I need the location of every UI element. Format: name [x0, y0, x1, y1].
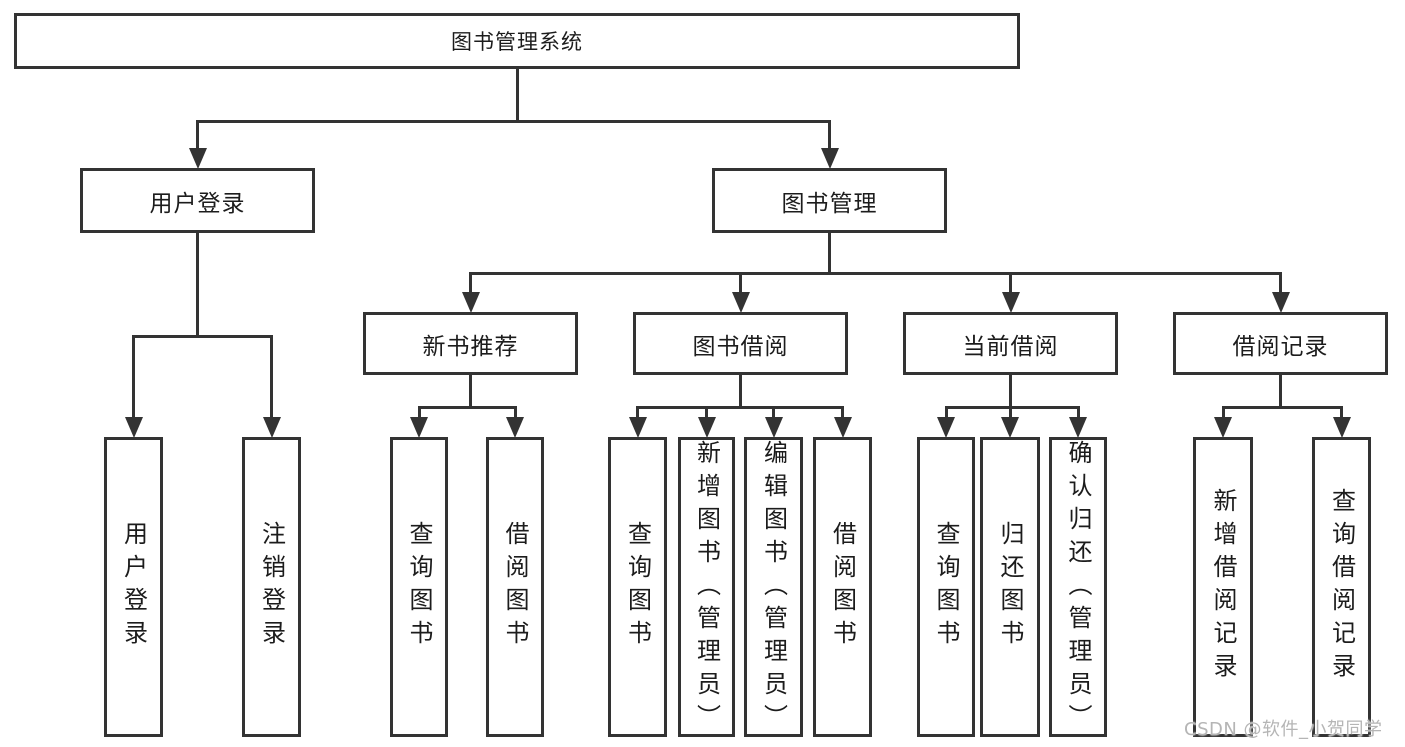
node-leaf-confirm-return: 确认归还（管理员） — [1049, 437, 1107, 737]
node-label: 新增借阅记录 — [1209, 488, 1237, 686]
connector-line — [739, 374, 742, 409]
node-leaf-edit-book: 编辑图书（管理员） — [744, 437, 803, 737]
node-label: 借阅记录 — [1232, 333, 1329, 360]
node-label: 编辑图书（管理员） — [759, 440, 788, 737]
connector-line — [196, 232, 199, 338]
connector-line — [944, 406, 948, 420]
connector-line — [841, 406, 844, 420]
connector-line — [515, 68, 519, 123]
node-label: 查询图书 — [405, 521, 433, 653]
connector-line — [469, 272, 1282, 275]
arrow-down-icon — [1001, 292, 1020, 313]
connector-line — [1076, 406, 1080, 420]
node-leaf-borrow-book-1: 借阅图书 — [486, 437, 544, 737]
node-label: 新增图书（管理员） — [692, 440, 721, 737]
arrow-down-icon — [833, 417, 852, 438]
arrow-down-icon — [461, 292, 480, 313]
node-leaf-return-book: 归还图书 — [980, 437, 1040, 737]
node-label: 图书借阅 — [692, 333, 789, 360]
connector-line — [469, 272, 472, 295]
connector-line — [132, 335, 273, 338]
node-label: 用户登录 — [119, 521, 148, 653]
connector-line — [270, 335, 273, 420]
node-leaf-user-login: 用户登录 — [104, 437, 163, 737]
arrow-down-icon — [1001, 417, 1019, 438]
node-new-book-rec: 新书推荐 — [363, 312, 578, 375]
node-root: 图书管理系统 — [14, 13, 1020, 69]
connector-line — [1279, 272, 1282, 295]
arrow-down-icon — [820, 148, 839, 169]
node-label: 确认归还（管理员） — [1064, 440, 1092, 737]
node-label: 图书管理系统 — [451, 30, 583, 54]
connector-line — [1009, 272, 1012, 295]
csdn-watermark: CSDN @软件_小贺同学 — [1184, 719, 1383, 740]
node-label: 归还图书 — [996, 521, 1024, 653]
connector-line — [513, 406, 517, 420]
connector-line — [1008, 406, 1012, 420]
connector-line — [196, 120, 199, 151]
arrow-down-icon — [410, 417, 428, 438]
node-book-borrow: 图书借阅 — [633, 312, 848, 375]
connector-line — [132, 335, 135, 420]
arrow-down-icon — [628, 417, 647, 438]
arrow-down-icon — [506, 417, 524, 438]
node-label: 借阅图书 — [501, 521, 529, 653]
node-label: 注销登录 — [257, 521, 286, 653]
arrow-down-icon — [1069, 417, 1087, 438]
connector-line — [636, 406, 844, 409]
connector-line — [1221, 406, 1225, 420]
node-leaf-query-record: 查询借阅记录 — [1312, 437, 1371, 737]
arrow-down-icon — [1332, 417, 1351, 438]
node-leaf-query-book-3: 查询图书 — [917, 437, 975, 737]
connector-line — [944, 406, 1080, 409]
node-label: 查询借阅记录 — [1327, 488, 1356, 686]
node-leaf-logout: 注销登录 — [242, 437, 301, 737]
node-borrow-record: 借阅记录 — [1173, 312, 1388, 375]
connector-line — [196, 120, 831, 123]
arrow-down-icon — [124, 417, 143, 438]
connector-line — [828, 232, 831, 275]
connector-line — [1009, 374, 1012, 409]
connector-line — [828, 120, 831, 151]
connector-line — [1279, 374, 1282, 409]
node-user-login: 用户登录 — [80, 168, 315, 233]
node-leaf-add-book: 新增图书（管理员） — [678, 437, 735, 737]
node-leaf-add-record: 新增借阅记录 — [1193, 437, 1253, 737]
arrow-down-icon — [188, 148, 207, 169]
arrow-down-icon — [937, 417, 955, 438]
arrow-down-icon — [1214, 417, 1232, 438]
connector-line — [739, 272, 742, 295]
node-label: 新书推荐 — [422, 333, 519, 360]
connector-line — [417, 406, 421, 420]
connector-line — [417, 406, 517, 409]
node-label: 当前借阅 — [962, 333, 1059, 360]
arrow-down-icon — [697, 417, 716, 438]
node-label: 图书管理 — [781, 190, 878, 217]
arrow-down-icon — [764, 417, 783, 438]
connector-line — [1221, 406, 1343, 409]
connector-line — [469, 374, 472, 409]
arrow-down-icon — [1271, 292, 1290, 313]
node-label: 借阅图书 — [828, 521, 857, 653]
node-leaf-query-book-1: 查询图书 — [390, 437, 448, 737]
connector-line — [705, 406, 708, 420]
connector-line — [1340, 406, 1343, 420]
arrow-down-icon — [731, 292, 750, 313]
arrow-down-icon — [262, 417, 281, 438]
connector-line — [636, 406, 639, 420]
connector-line — [772, 406, 775, 420]
node-leaf-query-book-2: 查询图书 — [608, 437, 667, 737]
node-leaf-borrow-book-2: 借阅图书 — [813, 437, 872, 737]
node-current-borrow: 当前借阅 — [903, 312, 1118, 375]
node-book-mgmt: 图书管理 — [712, 168, 947, 233]
node-label: 用户登录 — [149, 190, 246, 217]
node-label: 查询图书 — [623, 521, 652, 653]
node-label: 查询图书 — [932, 521, 960, 653]
